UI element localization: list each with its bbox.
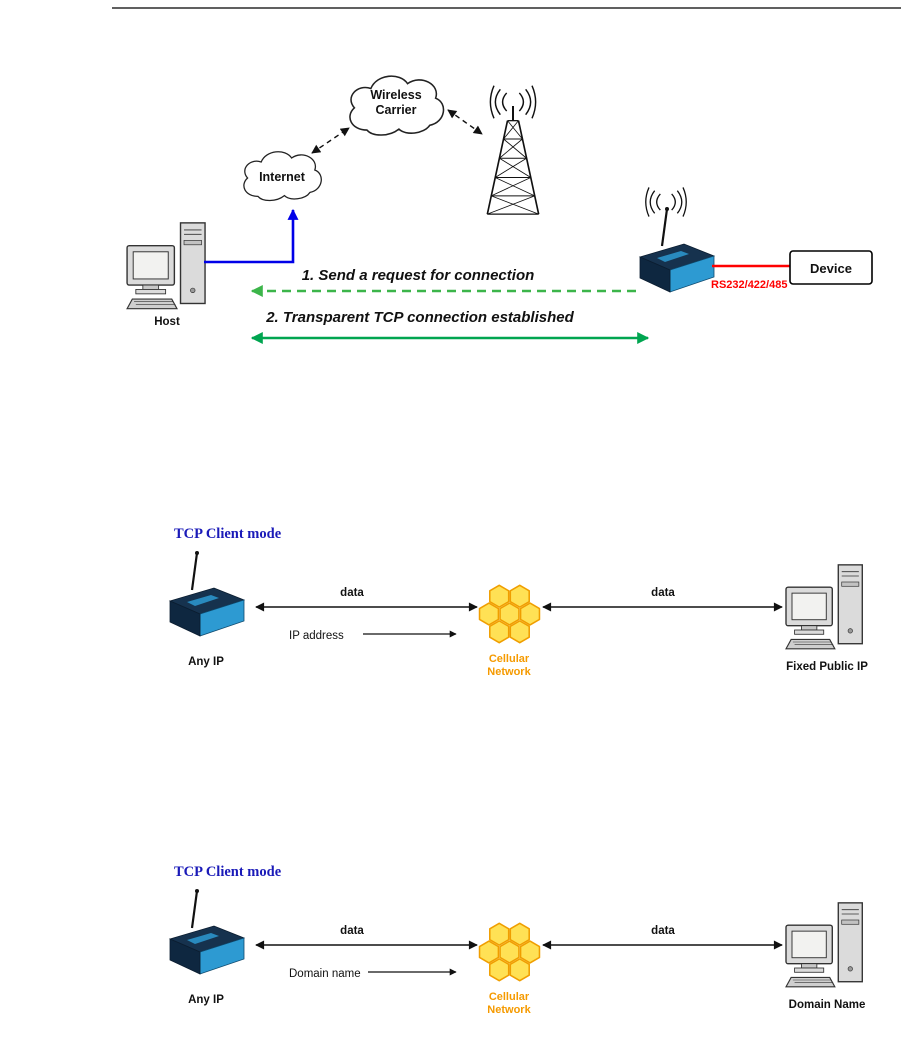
carrier-tower-dashed-arrow — [447, 109, 483, 135]
host-internet-blue-line — [204, 208, 299, 264]
host-computer-icon — [126, 222, 206, 310]
left-data-label: data — [340, 587, 364, 599]
tcp-client-title-2: TCP Client mode — [174, 864, 282, 880]
any-ip-label-2: Any IP — [188, 994, 224, 1006]
wireless-carrier-label-line1: Wireless — [370, 88, 421, 102]
oncell-device-icon — [638, 206, 716, 294]
domain-name-label: Domain name — [289, 968, 361, 980]
internet-carrier-dashed-arrow — [311, 127, 350, 154]
domain-name-host-label: Domain Name — [789, 999, 866, 1011]
any-ip-device-icon — [168, 550, 246, 638]
right-data-label: data — [651, 587, 675, 599]
cell-tower-icon — [486, 106, 540, 216]
tcp-client-title: TCP Client mode — [174, 526, 282, 542]
cellular-network-icon — [480, 585, 540, 642]
right-data-label-2: data — [651, 925, 675, 937]
left-data-label-2: data — [340, 925, 364, 937]
device-box-label: Device — [810, 261, 852, 276]
any-ip-device-icon-2 — [168, 888, 246, 976]
domain-name-computer-icon — [785, 902, 863, 988]
fixed-ip-computer-icon — [785, 564, 863, 650]
serial-label: RS232/422/485 — [711, 279, 787, 291]
any-ip-label: Any IP — [188, 656, 224, 668]
cellular-network-icon-2 — [480, 923, 540, 980]
step1-label: 1. Send a request for connection — [302, 267, 535, 284]
ip-address-label: IP address — [289, 630, 344, 642]
cellular-network-label-2-line2: Network — [487, 1004, 531, 1016]
cellular-network-label-2-line1: Cellular — [489, 991, 530, 1003]
wireless-carrier-label-line2: Carrier — [376, 103, 417, 117]
diagram-tcp-client-domain: TCP Client mode Any IP data Domain name … — [168, 864, 866, 1016]
device-box — [789, 250, 873, 285]
cellular-network-label-line1: Cellular — [489, 653, 530, 665]
cellular-network-label-line2: Network — [487, 666, 531, 678]
internet-label: Internet — [259, 170, 306, 184]
diagram-connection-request: Wireless Carrier Internet Host RS232/422… — [126, 75, 873, 344]
diagram-tcp-client-fixed-ip: TCP Client mode Any IP data IP address C… — [168, 526, 868, 678]
step2-label: 2. Transparent TCP connection establishe… — [265, 309, 574, 326]
fixed-ip-label: Fixed Public IP — [786, 661, 868, 673]
host-label: Host — [154, 316, 180, 328]
